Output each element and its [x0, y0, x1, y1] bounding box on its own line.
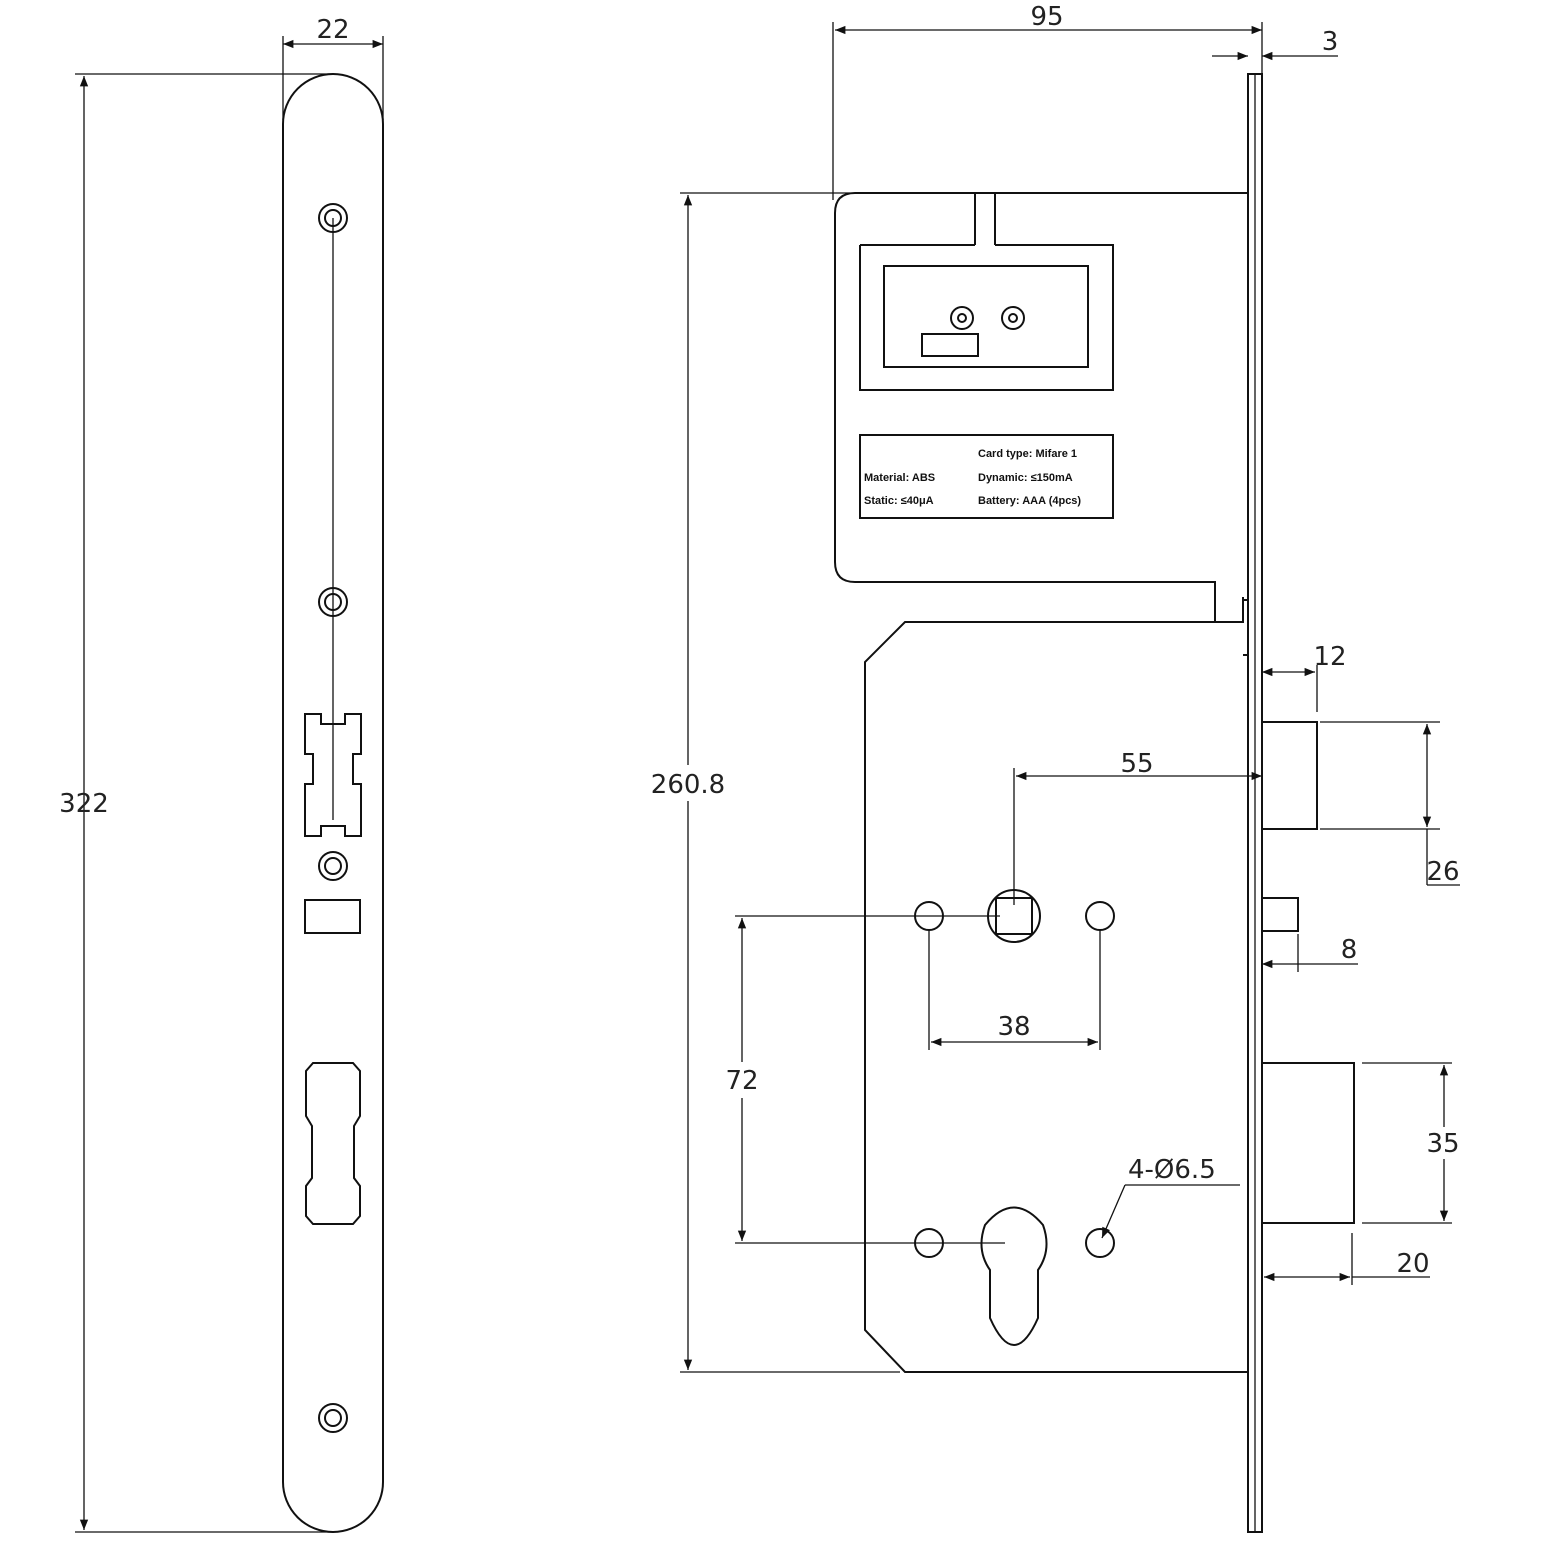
svg-text:Static: ≤40μA: Static: ≤40μA: [864, 495, 934, 507]
dim-latch-height: 26: [1426, 857, 1459, 887]
bolt-slot: [304, 899, 361, 934]
hole: [1085, 1228, 1115, 1258]
latch: [1261, 721, 1318, 830]
svg-text:Battery: AAA (4pcs): Battery: AAA (4pcs): [978, 495, 1081, 507]
deadbolt: [1261, 1062, 1355, 1224]
dim-holes: 4-Ø6.5: [1128, 1155, 1216, 1185]
screw-hole: [318, 851, 348, 881]
dim-vertical-spacing: 72: [725, 1066, 758, 1096]
dim-depth: 95: [1030, 2, 1063, 32]
spec-label: Card type: Mifare 1 Material: ABS Dynami…: [859, 434, 1114, 519]
screw-hole: [318, 1403, 348, 1433]
dim-deadbolt-throw: 20: [1396, 1249, 1429, 1279]
reader-box: [859, 193, 1114, 391]
lock-body-view: Card type: Mifare 1 Material: ABS Dynami…: [645, 2, 1466, 1533]
svg-text:Card type: Mifare 1: Card type: Mifare 1: [978, 448, 1077, 460]
deadbolt-slot: [305, 1062, 361, 1225]
hole: [1085, 901, 1115, 931]
body-outline: [834, 192, 1248, 1373]
dim-width: 22: [316, 15, 349, 45]
faceplate-view: 22 322: [59, 15, 384, 1533]
dim-body-height: 260.8: [651, 770, 725, 800]
reader-window: [883, 265, 1089, 368]
dim-latch-offset: 12: [1313, 642, 1346, 672]
svg-text:Dynamic: ≤150mA: Dynamic: ≤150mA: [978, 472, 1073, 484]
cylinder-hole: [980, 1206, 1048, 1346]
dim-hole-spacing: 38: [997, 1012, 1030, 1042]
screw-hole: [318, 203, 348, 233]
screw-hole: [318, 587, 348, 617]
small-bolt: [1261, 897, 1299, 932]
dim-backset: 55: [1120, 749, 1153, 779]
dim-plate-thickness: 3: [1322, 27, 1339, 57]
dim-height: 322: [59, 789, 109, 819]
svg-text:Material: ABS: Material: ABS: [864, 472, 935, 484]
dim-small-bolt: 8: [1341, 935, 1358, 965]
latch-slot: [304, 713, 362, 837]
dim-deadbolt-height: 35: [1426, 1129, 1459, 1159]
